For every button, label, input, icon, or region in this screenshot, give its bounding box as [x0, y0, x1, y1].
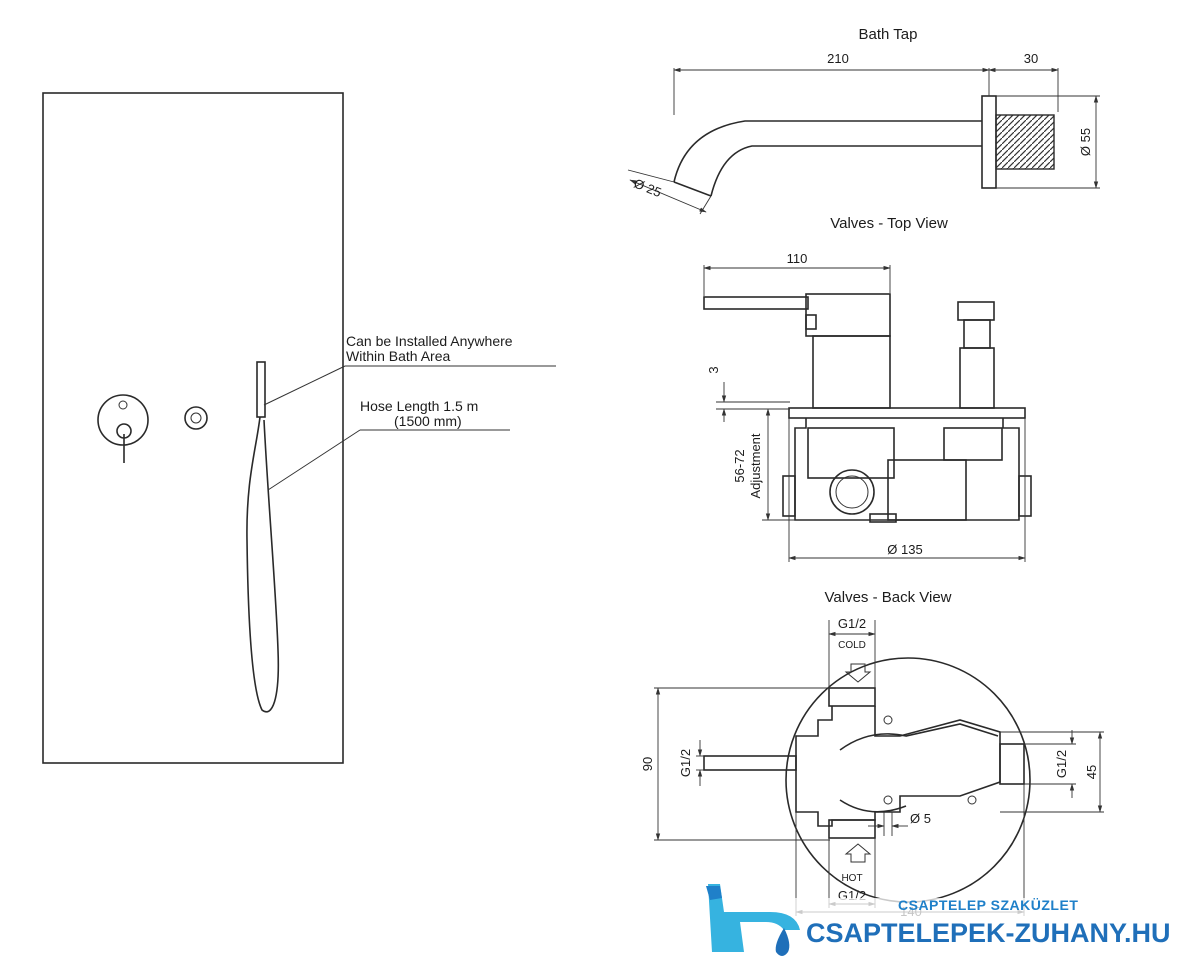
- mixer-handle-icon: [97, 394, 149, 463]
- back-cold-label: COLD: [838, 640, 866, 651]
- bath-tap-title: Bath Tap: [859, 26, 918, 43]
- valves-back-dimensions: [654, 620, 1104, 916]
- install-note-line1: Can be Installed Anywhere: [346, 333, 513, 349]
- back-outlet-right: G1/2: [1054, 750, 1069, 778]
- diverter-icon: [184, 406, 208, 430]
- valves-adjustment-label: Adjustment: [748, 433, 763, 498]
- back-hole-dia: Ø 5: [910, 811, 931, 826]
- bath-tap-flange: 30: [1024, 51, 1038, 66]
- bath-tap-flange-dia: Ø 55: [1078, 128, 1093, 156]
- brand-logo: CSAPTELEP SZAKÜZLET CSAPTELEPEK-ZUHANY.H…: [698, 884, 1196, 978]
- faucet-logo-icon: [706, 884, 800, 956]
- valves-top-title: Valves - Top View: [830, 215, 948, 232]
- brand-subtitle: CSAPTELEP SZAKÜZLET: [898, 897, 1078, 913]
- valves-back-title: Valves - Back View: [825, 589, 952, 606]
- back-right-height: 45: [1084, 765, 1099, 779]
- back-hot-label: HOT: [841, 873, 862, 884]
- valves-plate-dia: Ø 135: [887, 542, 922, 557]
- bath-tap-drawing: [673, 95, 1055, 197]
- annotation-leaders: [263, 365, 556, 491]
- hand-shower-icon: [246, 361, 280, 713]
- wall-panel: [42, 92, 344, 764]
- valves-top-dimensions: [703, 265, 1026, 562]
- valves-lever-length: 110: [787, 251, 808, 266]
- hose-note-line2: (1500 mm): [394, 413, 462, 429]
- bath-tap-outlet-dia: Ø 25: [632, 176, 664, 200]
- back-height: 90: [640, 757, 655, 771]
- bath-tap-dimensions: [627, 67, 1100, 215]
- back-inlet-top: G1/2: [838, 616, 866, 631]
- valves-back-drawing: [703, 657, 1031, 903]
- valves-gap: 3: [706, 366, 721, 373]
- install-note-line2: Within Bath Area: [346, 348, 450, 364]
- hose-note-line1: Hose Length 1.5 m: [360, 398, 478, 414]
- back-outlet-left: G1/2: [678, 749, 693, 777]
- valves-adjustment-value: 56-72: [732, 449, 747, 482]
- valves-top-drawing: [703, 293, 1032, 523]
- brand-name: CSAPTELEPEK-ZUHANY.HU: [806, 918, 1171, 948]
- bath-tap-length: 210: [827, 51, 849, 66]
